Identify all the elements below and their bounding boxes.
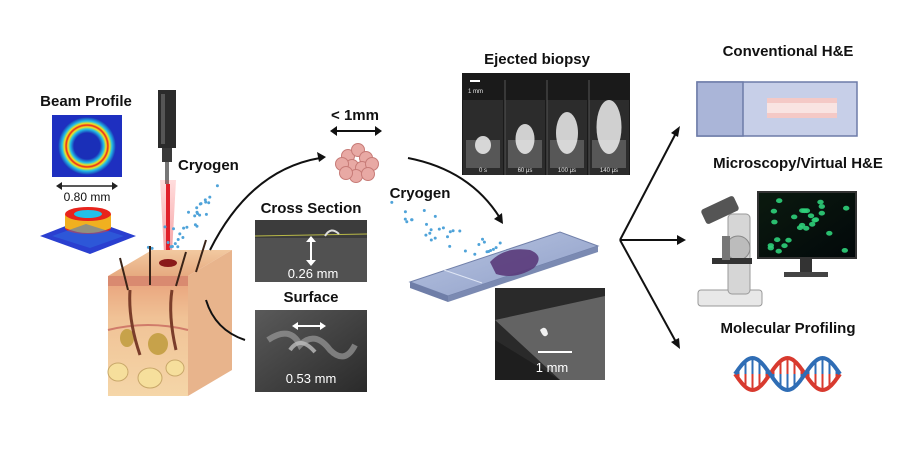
cross-section-image xyxy=(254,220,368,282)
slide-scale-label: 1 mm xyxy=(536,360,569,375)
ejection-frame: 140 μs xyxy=(588,80,629,175)
ejection-time-label: 100 μs xyxy=(558,168,576,174)
microscopy-title: Microscopy/Virtual H&E xyxy=(713,155,883,172)
ejection-time-label: 0 s xyxy=(479,168,487,174)
tissue-size-indicator: < 1mm xyxy=(330,107,382,136)
arrow-ejection xyxy=(209,157,321,251)
cryogen-label-right: Cryogen xyxy=(390,185,451,202)
dna-helix-icon xyxy=(733,355,842,393)
branch-arrows xyxy=(619,126,686,349)
conventional-he-title: Conventional H&E xyxy=(723,43,854,60)
beam-width-label: 0.80 mm xyxy=(64,190,111,204)
glass-slide xyxy=(408,231,600,302)
beam-ring xyxy=(58,117,116,175)
molecular-title: Molecular Profiling xyxy=(720,320,855,337)
ejection-frame: 60 μs xyxy=(504,80,545,175)
size-limit-label: < 1mm xyxy=(331,107,379,124)
cross-section-title: Cross Section xyxy=(261,200,362,217)
skin-block xyxy=(107,239,232,396)
microscope-icon xyxy=(697,196,763,307)
ejection-frame: 100 μs xyxy=(546,80,587,175)
slide-micrograph xyxy=(495,288,605,380)
ejection-frame: 0 s xyxy=(463,100,503,175)
beam-width-arrow xyxy=(56,182,118,190)
beam-3d-profile xyxy=(40,207,136,254)
surface-width-label: 0.53 mm xyxy=(286,371,337,386)
beam-profile-panel: Beam Profile 0.80 mm xyxy=(40,93,136,254)
laser-probe xyxy=(158,90,176,290)
arrow-to-slide xyxy=(407,157,501,219)
surface-image xyxy=(255,310,367,392)
cryogen-label-left: Cryogen xyxy=(178,157,239,174)
ejection-time-label: 60 μs xyxy=(518,168,533,174)
ejection-frames: 1 mm 0 s 60 μs 100 μs 140 μs xyxy=(462,73,630,175)
ejection-time-label: 140 μs xyxy=(600,168,618,174)
monitor-icon xyxy=(757,191,857,277)
ejected-biopsy-title: Ejected biopsy xyxy=(484,51,591,68)
ablation-crater xyxy=(159,259,177,267)
surface-title: Surface xyxy=(283,289,338,306)
laser-core xyxy=(166,184,170,290)
conventional-slide-icon xyxy=(696,81,858,137)
beam-profile-title: Beam Profile xyxy=(40,93,132,110)
ejection-scale-label: 1 mm xyxy=(468,89,483,95)
cross-section-depth-label: 0.26 mm xyxy=(288,266,339,281)
flow-arrows xyxy=(205,126,686,349)
arrow-to-analysis xyxy=(205,299,246,341)
biopsy-on-slide xyxy=(490,249,539,276)
tissue-fragment xyxy=(335,143,379,183)
